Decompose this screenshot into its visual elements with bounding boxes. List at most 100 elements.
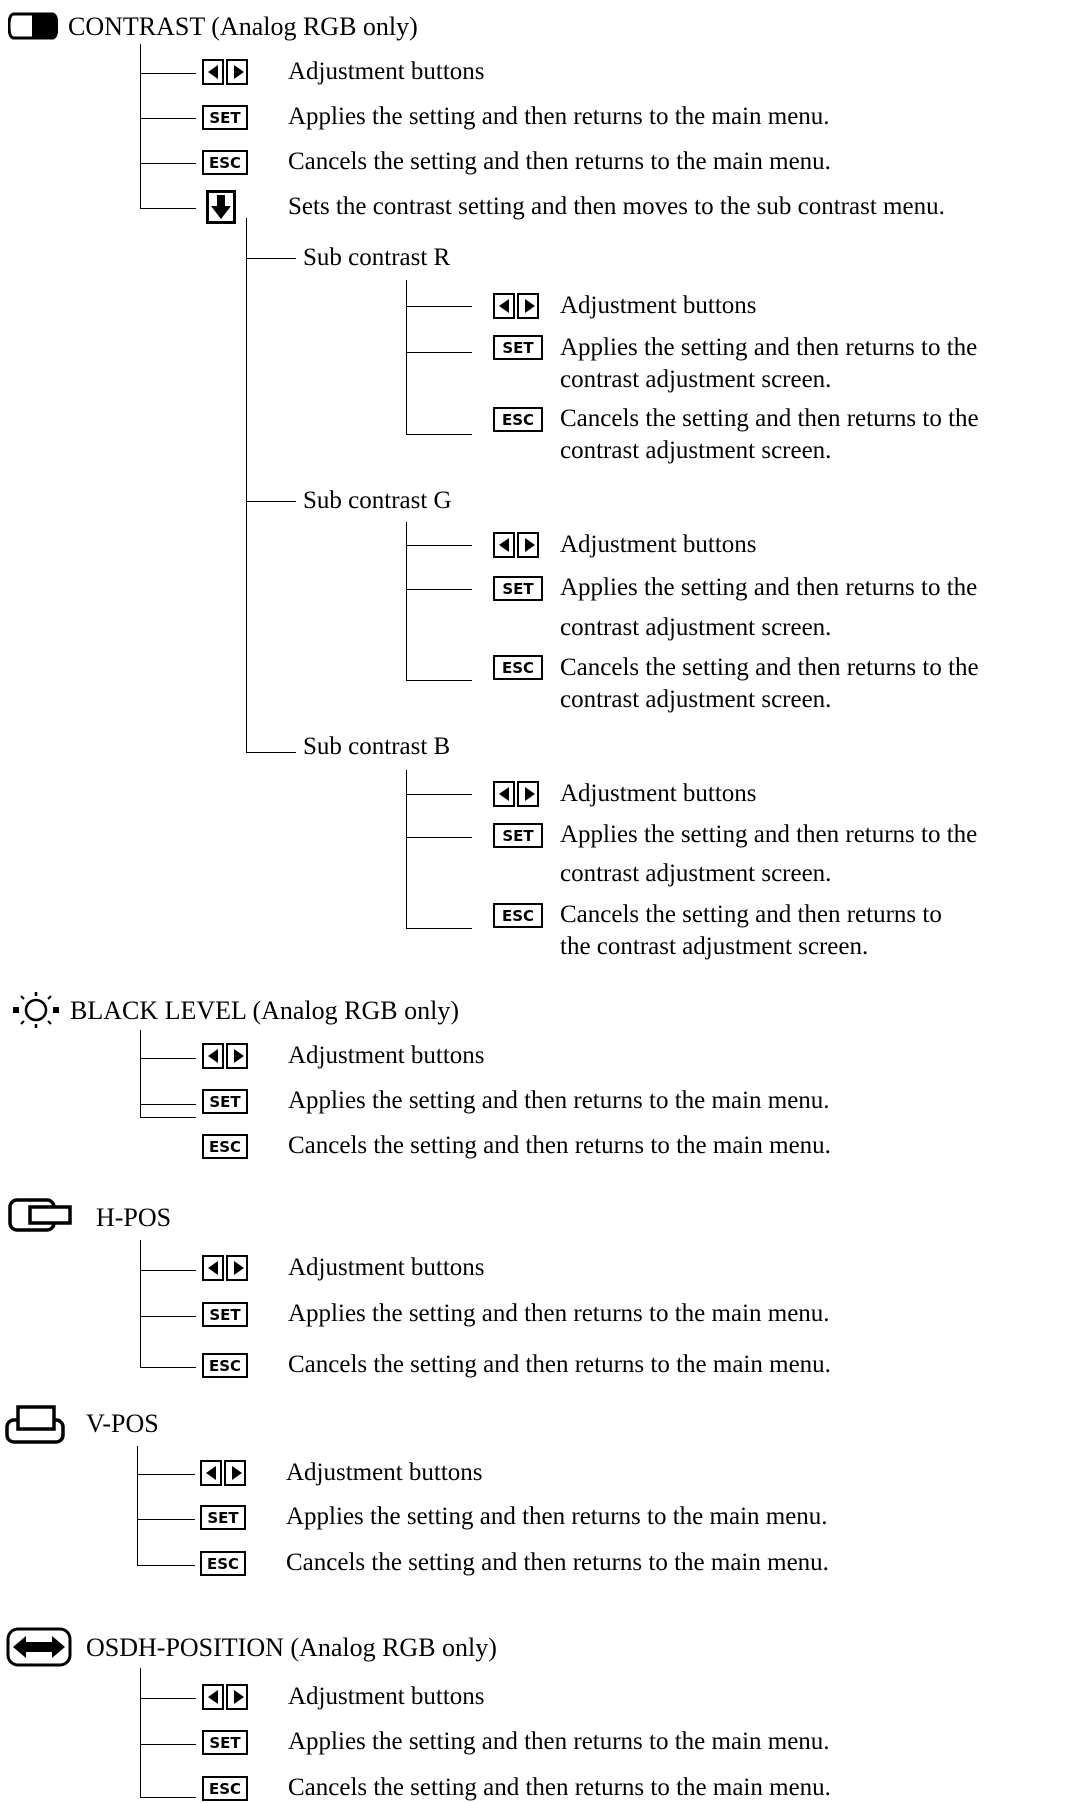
tree-branch — [406, 306, 472, 307]
set-key-icon: SET — [202, 105, 248, 130]
tree-branch — [140, 118, 196, 119]
down-description: Sets the contrast setting and then moves… — [288, 193, 945, 220]
tree-branch — [137, 1474, 195, 1475]
brightness-icon — [13, 992, 59, 1028]
set-key-icon: SET — [202, 1302, 248, 1327]
esc-key-icon: ESC — [493, 903, 543, 928]
set-description: Applies the setting and then returns to … — [288, 1087, 830, 1114]
left-right-arrow-buttons-icon — [493, 293, 539, 319]
tree-branch — [140, 1058, 196, 1059]
tree-branch — [140, 1367, 196, 1368]
tree-branch — [140, 1698, 196, 1699]
set-key-icon: SET — [200, 1505, 246, 1530]
esc-description: Cancels the setting and then returns to … — [288, 1132, 831, 1159]
set-key-icon: SET — [493, 335, 543, 360]
osd-h-position-title: OSDH-POSITION (Analog RGB only) — [86, 1633, 497, 1662]
black-level-title: BLACK LEVEL (Analog RGB only) — [70, 996, 459, 1025]
v-pos-title: V-POS — [86, 1409, 159, 1438]
tree-connector — [140, 1030, 141, 1118]
sub-contrast-r-title: Sub contrast R — [303, 244, 451, 271]
tree-branch — [140, 1316, 196, 1317]
esc-key-icon: ESC — [202, 1776, 248, 1801]
adjustment-buttons-label: Adjustment buttons — [288, 58, 485, 85]
tree-connector — [137, 1446, 138, 1566]
tree-branch — [140, 163, 196, 164]
left-right-arrow-buttons-icon — [493, 781, 539, 807]
esc-description-line2: contrast adjustment screen. — [560, 437, 832, 464]
adjustment-buttons-label: Adjustment buttons — [560, 531, 757, 558]
tree-branch — [406, 837, 472, 838]
sub-tree-connector — [246, 218, 247, 753]
tree-connector — [140, 44, 141, 209]
sub-contrast-b-title: Sub contrast B — [303, 733, 451, 760]
adjustment-buttons-label: Adjustment buttons — [288, 1254, 485, 1281]
tree-branch — [140, 1797, 196, 1798]
adjustment-buttons-label: Adjustment buttons — [288, 1042, 485, 1069]
esc-key-icon: ESC — [202, 150, 248, 175]
set-description: Applies the setting and then returns to … — [288, 1728, 830, 1755]
tree-branch — [140, 1744, 196, 1745]
tree-branch — [140, 1270, 196, 1271]
set-key-icon: SET — [493, 823, 543, 848]
vertical-position-icon — [5, 1405, 65, 1444]
set-description: Applies the setting and then returns to … — [288, 1300, 830, 1327]
osd-horizontal-position-icon — [6, 1627, 72, 1667]
set-description: Applies the setting and then returns to … — [286, 1503, 828, 1530]
left-right-arrow-buttons-icon — [202, 1255, 248, 1281]
tree-branch — [406, 434, 472, 435]
sub-contrast-g-title: Sub contrast G — [303, 487, 452, 514]
tree-branch — [406, 352, 472, 353]
tree-branch — [406, 794, 472, 795]
esc-description: Cancels the setting and then returns to … — [288, 1351, 831, 1378]
tree-branch — [406, 589, 472, 590]
tree-branch — [140, 1104, 196, 1105]
set-key-icon: SET — [202, 1089, 248, 1114]
esc-description-line2: the contrast adjustment screen. — [560, 933, 869, 960]
adjustment-buttons-label: Adjustment buttons — [286, 1459, 483, 1486]
esc-key-icon: ESC — [202, 1353, 248, 1378]
esc-description: Cancels the setting and then returns to … — [286, 1549, 829, 1576]
horizontal-position-icon — [8, 1198, 72, 1232]
esc-description-line1: Cancels the setting and then returns to … — [560, 654, 979, 681]
tree-connector — [140, 1668, 141, 1798]
tree-connector — [140, 1240, 141, 1368]
tree-branch — [246, 258, 296, 259]
set-description-line2: contrast adjustment screen. — [560, 860, 832, 887]
set-description-line1: Applies the setting and then returns to … — [560, 821, 978, 848]
tree-branch — [140, 208, 196, 209]
h-pos-title: H-POS — [96, 1203, 172, 1232]
set-description-line2: contrast adjustment screen. — [560, 614, 832, 641]
left-right-arrow-buttons-icon — [202, 1043, 248, 1069]
tree-branch — [406, 928, 472, 929]
left-right-arrow-buttons-icon — [202, 59, 248, 85]
esc-key-icon: ESC — [200, 1551, 246, 1576]
tree-branch — [137, 1519, 195, 1520]
contrast-icon — [8, 12, 58, 40]
left-right-arrow-buttons-icon — [200, 1460, 246, 1486]
set-key-icon: SET — [202, 1730, 248, 1755]
set-description: Applies the setting and then returns to … — [288, 103, 830, 130]
adjustment-buttons-label: Adjustment buttons — [560, 292, 757, 319]
contrast-title: CONTRAST (Analog RGB only) — [68, 12, 418, 41]
tree-branch — [137, 1565, 195, 1566]
esc-description: Cancels the setting and then returns to … — [288, 1774, 831, 1801]
left-right-arrow-buttons-icon — [493, 532, 539, 558]
tree-branch — [140, 1117, 196, 1118]
esc-key-icon: ESC — [493, 407, 543, 432]
tree-branch — [246, 501, 296, 502]
tree-branch — [246, 752, 296, 753]
tree-branch — [406, 545, 472, 546]
esc-description-line1: Cancels the setting and then returns to — [560, 901, 942, 928]
set-key-icon: SET — [493, 576, 543, 601]
tree-connector — [406, 522, 407, 681]
esc-description: Cancels the setting and then returns to … — [288, 148, 831, 175]
set-description-line1: Applies the setting and then returns to … — [560, 574, 978, 601]
down-arrow-icon — [206, 190, 236, 224]
set-description-line1: Applies the setting and then returns to … — [560, 334, 978, 361]
esc-description-line2: contrast adjustment screen. — [560, 686, 832, 713]
esc-description-line1: Cancels the setting and then returns to … — [560, 405, 979, 432]
tree-connector — [406, 770, 407, 929]
esc-key-icon: ESC — [493, 655, 543, 680]
left-right-arrow-buttons-icon — [202, 1684, 248, 1710]
